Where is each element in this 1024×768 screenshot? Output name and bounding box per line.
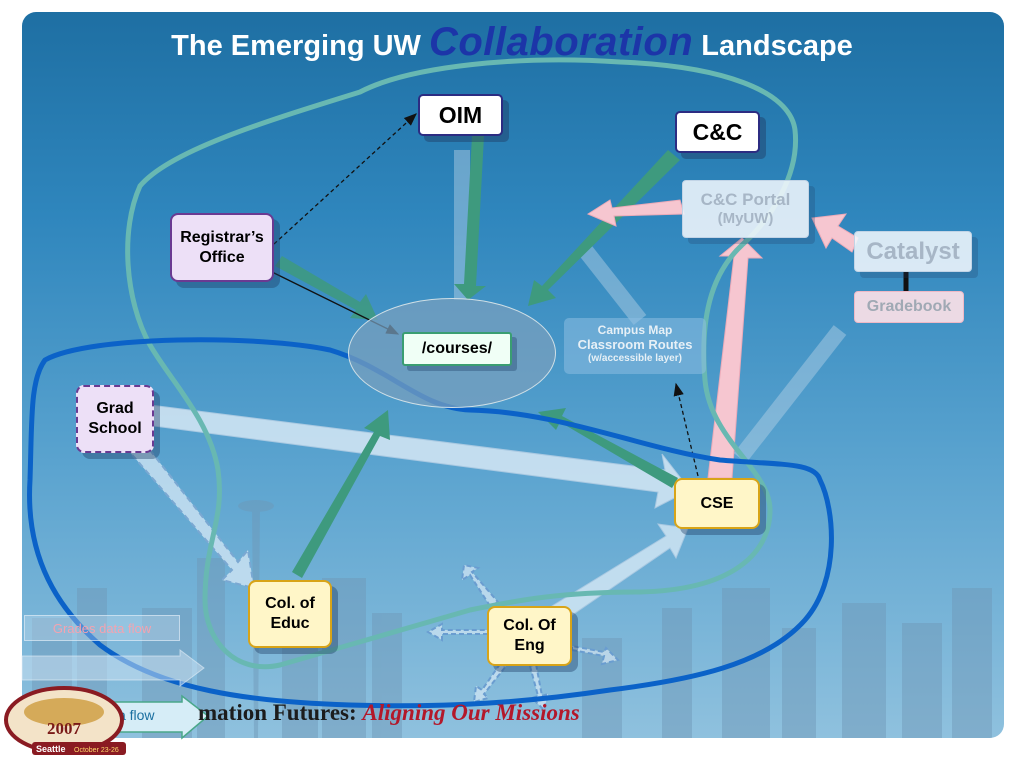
col-educ-line-2: Educ bbox=[270, 615, 310, 632]
cc-portal-node[interactable]: C&C Portal (MyUW) bbox=[682, 180, 809, 238]
courses-node[interactable]: /courses/ bbox=[402, 332, 512, 366]
title-emphasis: Collaboration bbox=[428, 20, 694, 64]
cc-node[interactable]: C&C bbox=[675, 111, 760, 153]
pink-arrows bbox=[586, 199, 859, 479]
campus-map-node[interactable]: Campus Map Classroom Routes (w/accessibl… bbox=[564, 318, 706, 374]
col-eng-line-1: Col. Of bbox=[503, 617, 556, 634]
registrar-line-1: Registrar’s bbox=[180, 228, 264, 246]
green-arrows bbox=[275, 136, 680, 578]
legend-arrow-faint bbox=[21, 649, 205, 687]
slide-title: The Emerging UW Collaboration Landscape bbox=[171, 20, 853, 64]
grad-school-line-1: Grad bbox=[96, 400, 134, 417]
col-eng-line-2: Eng bbox=[514, 637, 545, 654]
cc-portal-line-1: C&C Portal bbox=[700, 190, 791, 209]
campus-map-line-2: Classroom Routes bbox=[577, 337, 693, 353]
registrar-office-node[interactable]: Registrar’s Office bbox=[170, 213, 274, 282]
svg-text:2007: 2007 bbox=[47, 719, 82, 738]
teal-collaboration-outline bbox=[125, 57, 799, 670]
registrar-line-2: Office bbox=[199, 248, 245, 266]
campus-map-line-3: (w/accessible layer) bbox=[588, 352, 682, 364]
gradebook-node[interactable]: Gradebook bbox=[854, 291, 964, 323]
footer-subtitle: Aligning Our Missions bbox=[362, 700, 580, 725]
conference-logo: 2007 Seattle October 23-26 bbox=[4, 686, 126, 755]
faint-arrows bbox=[454, 150, 847, 463]
cse-to-campus-map-dashed-arrow bbox=[673, 382, 699, 477]
cc-portal-line-2: (MyUW) bbox=[717, 210, 774, 228]
grad-school-line-2: School bbox=[88, 420, 142, 437]
campus-map-line-1: Campus Map bbox=[597, 323, 673, 337]
grad-to-educ-arrow bbox=[126, 438, 256, 590]
svg-text:October 23-26: October 23-26 bbox=[74, 747, 119, 754]
col-of-eng-node[interactable]: Col. Of Eng bbox=[487, 606, 572, 666]
col-of-educ-node[interactable]: Col. of Educ bbox=[248, 580, 332, 648]
svg-text:Seattle: Seattle bbox=[36, 744, 66, 754]
cse-node[interactable]: CSE bbox=[674, 478, 760, 529]
catalyst-node[interactable]: Catalyst bbox=[854, 231, 972, 272]
city-skyline-background bbox=[32, 500, 992, 738]
footer-text: mation Futures: Aligning Our Missions bbox=[198, 700, 580, 725]
grad-school-node[interactable]: Grad School bbox=[76, 385, 154, 453]
grades-data-flow-legend: Grades data flow bbox=[24, 615, 180, 641]
col-educ-line-1: Col. of bbox=[265, 595, 315, 612]
oim-node[interactable]: OIM bbox=[418, 94, 503, 136]
grad-to-cse-arrow bbox=[145, 404, 691, 509]
